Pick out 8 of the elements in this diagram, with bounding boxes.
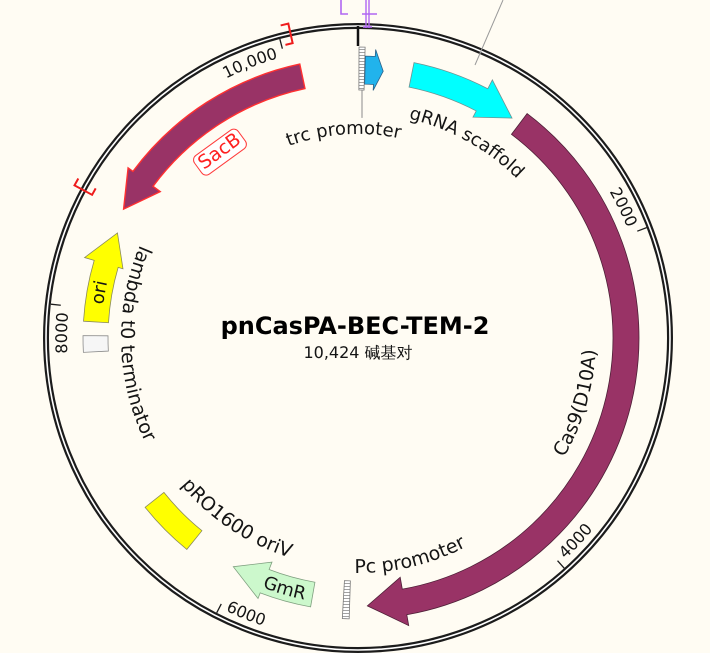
feature-label: ori bbox=[87, 278, 112, 306]
feature-box bbox=[82, 335, 109, 353]
feature-label: trc promoter bbox=[283, 118, 404, 151]
sequence-length: 10,424 碱基对 bbox=[303, 343, 413, 362]
feature-box bbox=[358, 46, 366, 90]
feature-box bbox=[342, 580, 351, 620]
feature-block bbox=[364, 49, 384, 91]
plasmid-name: pnCasPA-BEC-TEM-2 bbox=[220, 312, 490, 340]
